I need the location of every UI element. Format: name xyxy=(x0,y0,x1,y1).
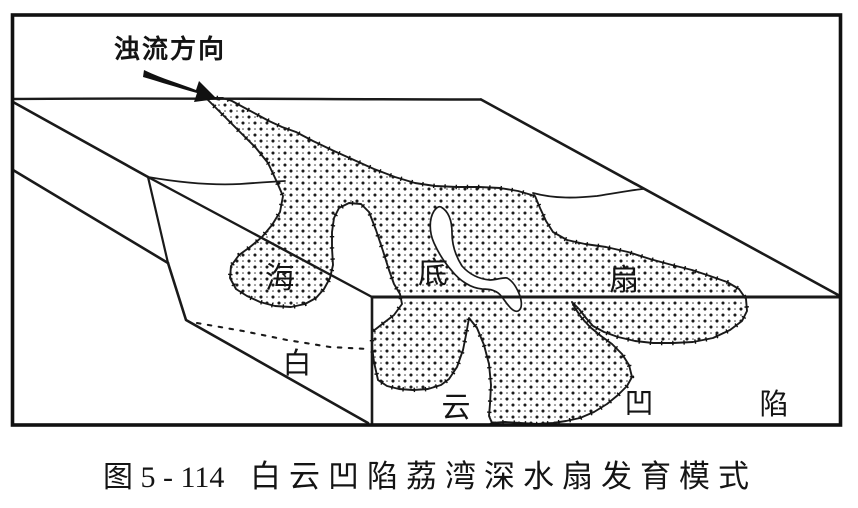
caption-figure-number: 图 5 - 114 xyxy=(103,461,224,494)
sag-label-ao: 凹 xyxy=(624,388,653,420)
shelf-break-line xyxy=(11,97,483,101)
turbidity-flow-arrow-icon xyxy=(143,70,217,102)
slope-base-diagonal xyxy=(146,175,374,299)
sag-label-yun: 云 xyxy=(441,392,470,424)
caption: 图 5 - 114 白云凹陷荔湾深水扇发育模式 xyxy=(103,459,757,494)
fan-label-shan: 扇 xyxy=(609,264,639,297)
caption-title: 白云凹陷荔湾深水扇发育模式 xyxy=(250,459,757,494)
turbidity-direction-label: 浊流方向 xyxy=(114,34,226,64)
scarp-top-edge xyxy=(11,100,150,179)
block-edges xyxy=(11,97,842,426)
figure-frame xyxy=(10,13,843,427)
dashed-boundary-line xyxy=(195,321,370,351)
sag-label-xian: 陷 xyxy=(759,388,788,421)
scarp-side-edge xyxy=(146,175,170,265)
upper-slope-foot-line xyxy=(147,176,286,186)
scarp-bottom-edge xyxy=(11,168,170,265)
slope-edge-diagonal xyxy=(479,98,842,298)
sag-label-bai: 白 xyxy=(282,347,311,380)
fan-label-hai: 海 xyxy=(265,262,295,295)
fan-label-di: 底 xyxy=(418,257,448,290)
fan-top-contour-line xyxy=(532,188,644,199)
front-left-face-edge xyxy=(166,261,370,425)
